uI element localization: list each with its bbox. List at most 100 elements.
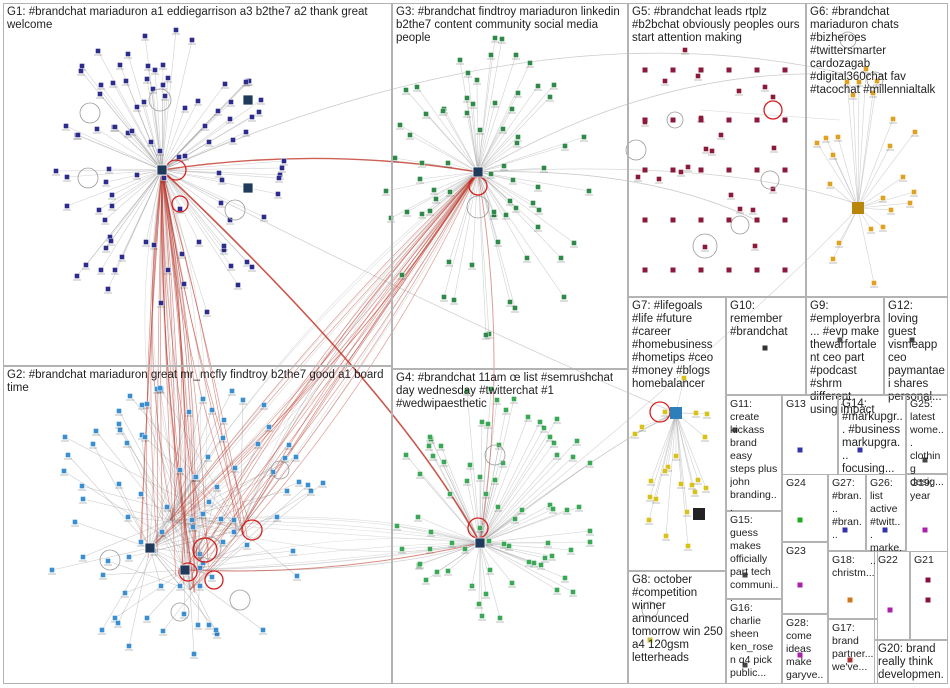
node [145,63,151,69]
edge [161,83,226,171]
node [868,226,874,232]
node [782,167,788,173]
node [871,280,877,286]
node [814,140,820,146]
edge [477,38,503,173]
edge [161,169,222,204]
edge [476,79,479,173]
node [152,67,158,73]
edge [76,134,163,171]
edge [479,542,572,551]
self-loop [198,536,222,560]
node [143,239,149,245]
node [477,525,483,531]
edge [149,390,233,549]
node [80,496,86,502]
node [770,94,776,100]
node [685,164,691,170]
node [495,239,501,245]
node [488,52,494,58]
node [554,452,560,458]
node [547,94,553,100]
node [138,539,144,545]
group-box-g15: G15: guess makes officially part tech co… [726,511,782,604]
edge [477,171,528,259]
node [64,203,70,209]
edge [477,171,562,259]
group-label-g20: G20: brand really think developmen... [878,643,944,688]
node [189,517,195,523]
node [206,622,212,628]
group-box-g18: G18: christm... [828,551,878,619]
edge [675,412,707,489]
edge [406,171,479,213]
edge [161,169,220,174]
node [205,454,211,460]
edge [479,388,492,544]
node [587,528,593,534]
edge [448,171,479,263]
group-box-g3: G3: #brandchat findtroy mariaduron linke… [392,3,628,369]
node [290,548,296,554]
edge [466,112,479,173]
node [535,83,541,89]
node [218,516,224,522]
edge [477,171,495,216]
node [122,590,128,596]
node [124,440,130,446]
nodes-layer [48,27,931,668]
node [464,478,470,484]
node [874,78,880,84]
node [678,169,684,175]
edge [655,412,677,500]
node [256,109,262,115]
group-box-g13: G13 [782,395,838,475]
node [182,105,188,111]
edge [161,169,201,561]
edge [425,113,479,173]
group-box-g24: G24 [782,474,828,542]
node [423,111,429,117]
group-label-g28: G28: come ideas make garyve... [786,617,824,688]
node [305,482,311,488]
hub-node [474,537,486,549]
node [887,143,893,149]
node [105,558,111,564]
node [447,189,453,195]
edge [857,202,911,209]
node [403,452,409,458]
node [698,217,704,223]
edge [118,483,151,549]
red-self-loop [171,195,189,213]
node [417,471,423,477]
node [542,555,548,561]
group-label-g15: G15: guess makes officially part tech co… [730,514,779,604]
node [109,203,115,209]
red-self-loop [763,100,783,120]
node [551,82,557,88]
edge [51,547,151,571]
node [642,217,648,223]
edge [471,542,481,587]
node [281,158,287,164]
node [587,539,593,545]
node [426,443,432,449]
edge [440,445,481,544]
node [682,47,688,53]
node [536,207,542,213]
edge [648,412,677,521]
node [446,259,452,265]
self-loop [692,233,718,259]
edge [189,482,324,591]
node [414,84,420,90]
edge [477,171,565,298]
node [181,611,187,617]
node [477,127,483,133]
node [417,561,423,567]
node [467,462,473,468]
node [98,82,104,88]
edge [477,73,851,173]
hub-node [670,407,682,419]
node [662,78,668,84]
